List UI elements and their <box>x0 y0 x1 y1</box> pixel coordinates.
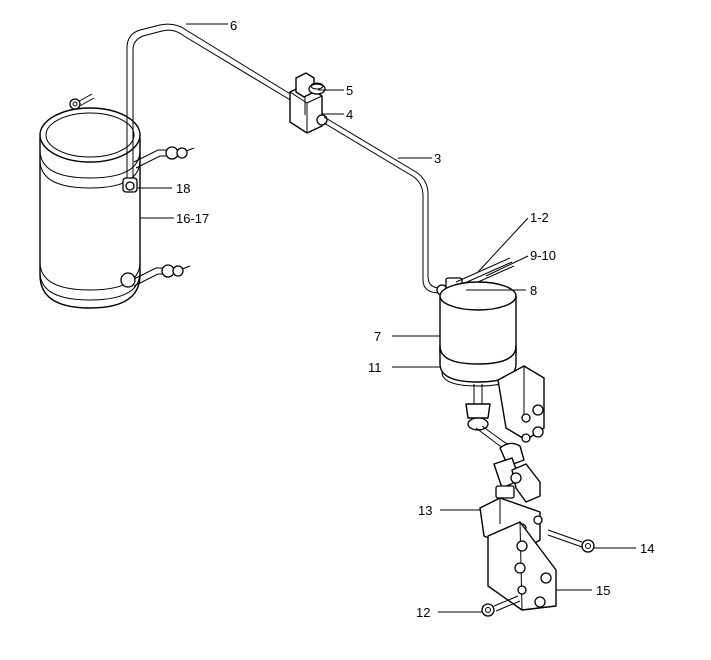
tank-fitting-18 <box>122 177 138 193</box>
upper-bracket <box>497 365 545 443</box>
lower-bracket <box>479 497 557 611</box>
callout-13: 13 <box>418 503 432 518</box>
bolt-12 <box>481 595 521 617</box>
callout-18: 18 <box>176 181 190 196</box>
pipe-6 <box>126 23 293 180</box>
callout-11: 11 <box>368 360 382 375</box>
callout-labels: 6 5 4 3 18 16-17 1-2 9-10 8 7 11 13 14 1… <box>176 18 654 620</box>
air-tank <box>39 107 141 309</box>
clevis-lever <box>493 442 541 503</box>
callout-8: 8 <box>530 283 537 298</box>
callout-16-17: 16-17 <box>176 211 209 226</box>
callout-15: 15 <box>596 583 610 598</box>
callout-6: 6 <box>230 18 237 33</box>
callout-14: 14 <box>640 541 654 556</box>
tank-upper-strap <box>133 146 195 169</box>
callout-1-2: 1-2 <box>530 210 549 225</box>
push-rod <box>465 384 517 453</box>
callout-9-10: 9-10 <box>530 248 556 263</box>
leader-lines <box>138 23 636 613</box>
tank-lower-strap <box>120 264 191 288</box>
callout-7: 7 <box>374 329 381 344</box>
pipe-3 <box>323 116 441 294</box>
air-chamber <box>439 281 517 387</box>
bolt-14 <box>547 529 595 553</box>
callout-4: 4 <box>346 107 353 122</box>
solenoid-valve <box>289 72 328 134</box>
callout-5: 5 <box>346 83 353 98</box>
tank-top-bolt <box>69 93 95 110</box>
callout-3: 3 <box>434 151 441 166</box>
callout-12: 12 <box>416 605 430 620</box>
